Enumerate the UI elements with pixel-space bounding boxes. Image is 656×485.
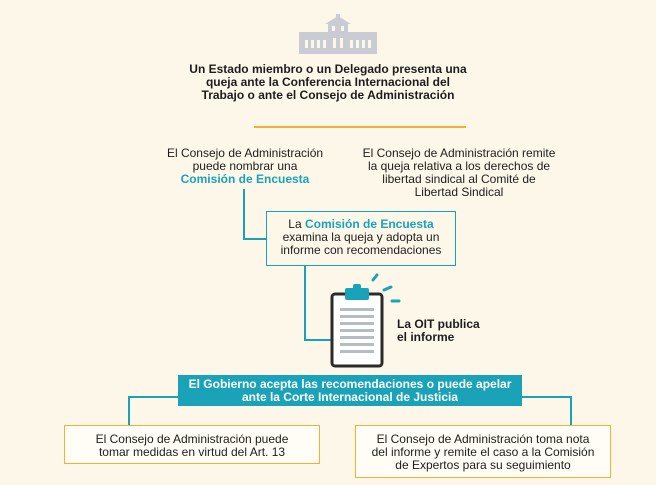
commission-body: examina la queja y adopta un informe con…: [280, 230, 442, 257]
right-option-text: El Consejo de Administración remite la q…: [362, 146, 556, 199]
government-response-banner: El Gobierno acepta las recomendaciones o…: [178, 375, 522, 406]
left-option-highlight: Comisión de Encuesta: [180, 172, 310, 186]
connector-commission-down: [304, 266, 306, 340]
outcome-left-box: El Consejo de Administración puede tomar…: [64, 425, 320, 464]
connector-banner-right-across: [522, 396, 572, 398]
commission-prefix: La: [288, 217, 302, 231]
outcome-right-box: El Consejo de Administración toma nota d…: [355, 425, 611, 478]
commission-box: La Comisión de Encuesta examina la queja…: [266, 211, 456, 266]
connector-commission-across: [304, 339, 334, 341]
left-option-prefix: El Consejo de Administración puede nombr…: [166, 146, 324, 173]
left-option-text: El Consejo de Administración puede nombr…: [150, 147, 340, 186]
building-icon: [299, 14, 377, 54]
split-connector: [254, 126, 466, 128]
connector-banner-right-down: [570, 396, 572, 426]
publish-report-text: La OIT publica el informe: [397, 317, 480, 344]
connector-banner-left-down: [128, 396, 130, 426]
clipboard-icon: [330, 273, 401, 368]
connector-left-across: [243, 238, 267, 240]
connector-banner-left-across: [128, 396, 178, 398]
commission-highlight: Comisión de Encuesta: [305, 217, 434, 231]
connector-left-down: [243, 189, 245, 239]
complaint-submission-text: Un Estado miembro o un Delegado presenta…: [189, 62, 467, 102]
